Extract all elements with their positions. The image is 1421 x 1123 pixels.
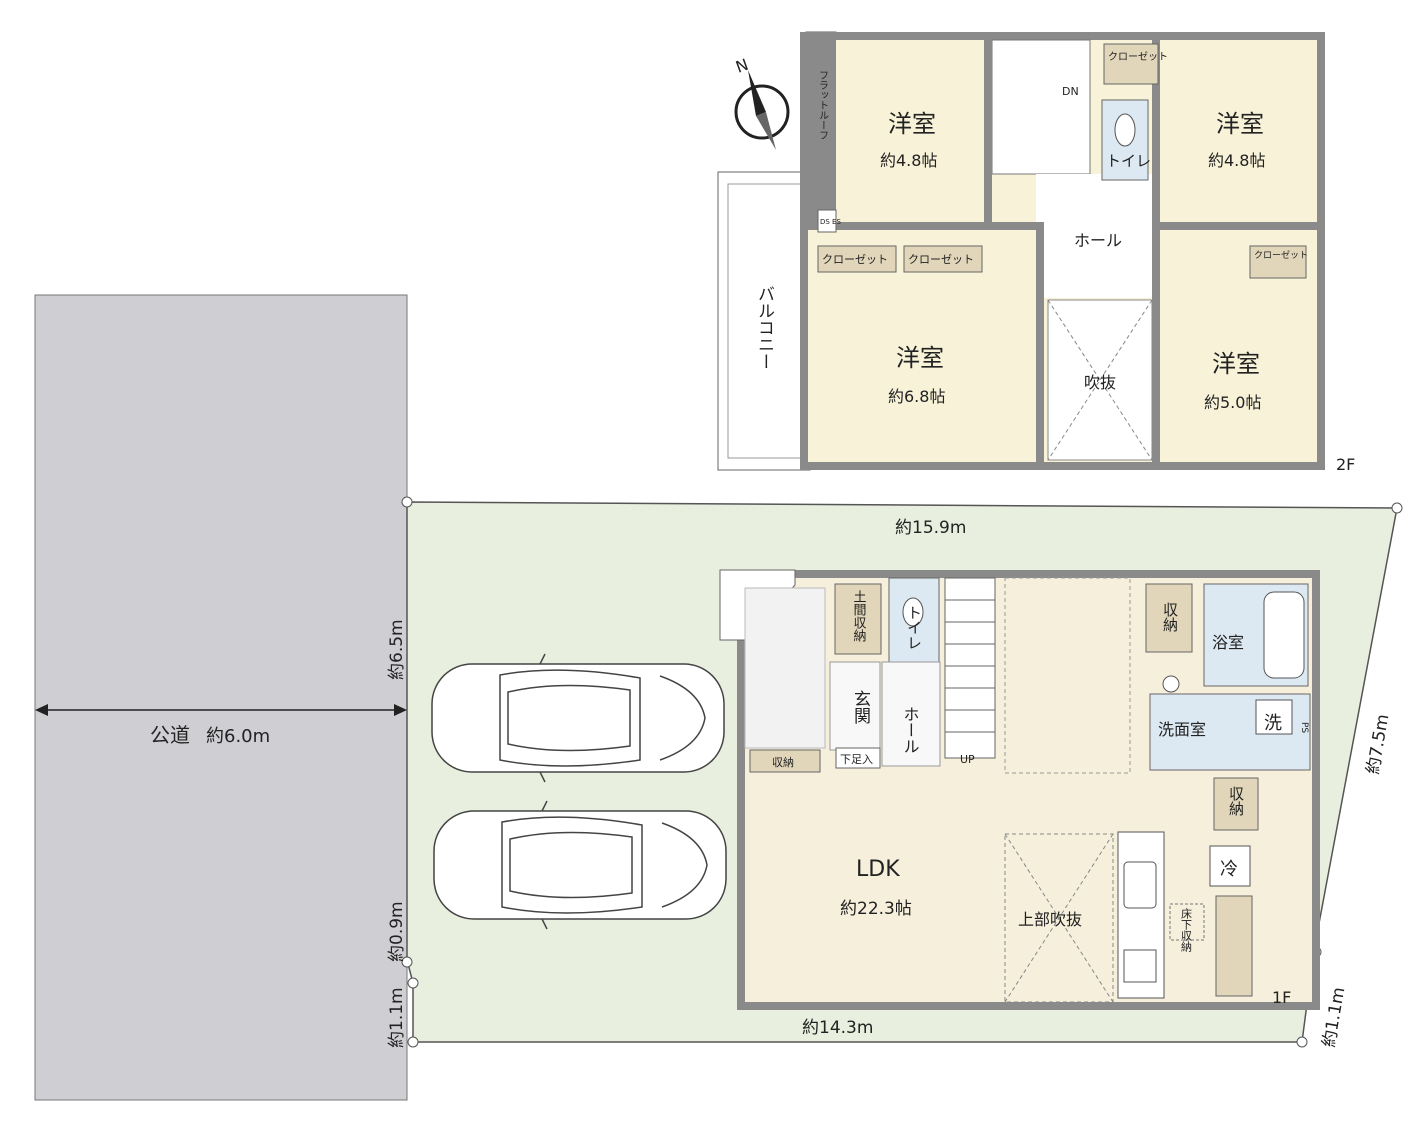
cupboard bbox=[1215, 895, 1253, 997]
ldk-size-label: 約22.3帖 bbox=[840, 899, 912, 919]
compass-icon: N bbox=[733, 55, 790, 150]
closet-2f-4 bbox=[1249, 245, 1307, 279]
dim-bottom: 約14.3m bbox=[802, 1018, 873, 1038]
shoe-box bbox=[835, 747, 881, 769]
stairs-dn-label: DN bbox=[1062, 85, 1079, 98]
toilet-2f-label: トイレ bbox=[1106, 152, 1151, 170]
washroom-label: 洗面室 bbox=[1158, 720, 1206, 739]
hall-2f bbox=[1036, 174, 1152, 298]
storage-1f-upper bbox=[1145, 583, 1193, 653]
room-2f-2-size: 約4.8帖 bbox=[1208, 151, 1265, 170]
lot-corner bbox=[407, 1036, 419, 1048]
closet-2f-3 bbox=[903, 245, 983, 273]
car-upper bbox=[431, 653, 725, 783]
room-2f-4-size: 約5.0帖 bbox=[1204, 393, 1261, 412]
closet-2f-2 bbox=[817, 245, 897, 273]
ldk-name-label: LDK bbox=[856, 857, 900, 882]
road-label: 公道 bbox=[150, 723, 190, 747]
road-width-label: 約6.0m bbox=[206, 726, 270, 747]
fridge-label: 冷 bbox=[1220, 859, 1238, 880]
kitchen-sink-icon bbox=[1123, 861, 1157, 909]
washer-box bbox=[1255, 699, 1293, 735]
room-2f-3-size: 約6.8帖 bbox=[888, 387, 945, 406]
doma-storage bbox=[834, 583, 882, 655]
hall-2f-label: ホール bbox=[1074, 231, 1122, 250]
toilet-2f-bowl-icon bbox=[1114, 113, 1136, 147]
closet-2f-1-label: クローゼット bbox=[1108, 51, 1168, 63]
room-2f-2-name: 洋室 bbox=[1216, 110, 1264, 138]
storage-right-label: 収納 bbox=[1227, 786, 1245, 817]
storage-1f-left bbox=[749, 749, 821, 773]
room-2f-1-size: 約4.8帖 bbox=[880, 151, 937, 170]
shoe-box-label: 下足入 bbox=[840, 753, 873, 766]
bathtub-icon bbox=[1263, 591, 1305, 679]
storage-left-label: 収納 bbox=[772, 756, 794, 769]
stairs-1f bbox=[944, 577, 996, 759]
toilet-1f bbox=[888, 577, 940, 663]
washer-label: 洗 bbox=[1264, 713, 1282, 734]
sink-icon bbox=[1162, 675, 1180, 693]
arrow-head-right bbox=[394, 704, 407, 716]
closet-2f-2-label: クローゼット bbox=[822, 253, 888, 266]
fridge-box bbox=[1209, 845, 1251, 887]
dim-right-lower: 約1.1m bbox=[1319, 986, 1349, 1049]
flat-roof-label: フラットルーフ bbox=[817, 70, 829, 140]
dim-right-side: 約7.5m bbox=[1363, 713, 1393, 776]
bath-label: 浴室 bbox=[1212, 633, 1244, 652]
room-2f-4-name: 洋室 bbox=[1212, 350, 1260, 378]
closet-2f-4-label: クローゼット bbox=[1254, 249, 1308, 261]
stove-icon bbox=[1123, 949, 1157, 983]
floor2-label: 2F bbox=[1336, 455, 1355, 474]
floor2 bbox=[717, 31, 1325, 471]
stairs-up-label: UP bbox=[960, 753, 975, 766]
lot-corner bbox=[1391, 502, 1403, 514]
lot-corner bbox=[407, 977, 419, 989]
dim-left-mid: 約0.9m bbox=[387, 901, 407, 962]
storage-1f-right bbox=[1213, 777, 1259, 831]
underfloor-label: 床下収納 bbox=[1180, 907, 1193, 953]
car-lower bbox=[433, 800, 727, 930]
dim-top: 約15.9m bbox=[895, 518, 966, 538]
closet-2f-1 bbox=[1103, 43, 1159, 85]
lot-corner bbox=[1296, 1036, 1308, 1048]
floor1-label: 1F bbox=[1272, 988, 1291, 1007]
ds-es-box bbox=[817, 209, 837, 233]
stairs-2f bbox=[991, 39, 1091, 175]
genkan-label: 玄関 bbox=[850, 690, 870, 724]
lot-corner bbox=[401, 956, 413, 968]
hall-1f bbox=[881, 661, 941, 767]
hall-1f-label: ホール bbox=[901, 706, 920, 754]
upper-fukinuke-area bbox=[1004, 833, 1114, 1003]
underfloor-storage bbox=[1169, 903, 1205, 941]
doma-storage-label: 土間収納 bbox=[851, 590, 867, 643]
genkan-area bbox=[829, 661, 881, 751]
closet-2f-3-label: クローゼット bbox=[908, 253, 974, 266]
ps-label: PS bbox=[1299, 722, 1309, 733]
room-2f-3-name: 洋室 bbox=[896, 344, 944, 372]
dim-left-upper: 約6.5m bbox=[387, 619, 407, 680]
dim-left-lower: 約1.1m bbox=[387, 987, 407, 1048]
public-road bbox=[34, 294, 408, 1101]
open-area-dashed bbox=[1004, 577, 1131, 774]
ds-es-label: DS ES bbox=[820, 218, 841, 226]
upper-fukinuke-label: 上部吹抜 bbox=[1018, 910, 1082, 929]
lot-corner bbox=[401, 496, 413, 508]
arrow-head-left bbox=[35, 704, 48, 716]
compass-north-label: N bbox=[733, 55, 751, 77]
floor1 bbox=[719, 569, 1320, 1010]
storage-upper-label: 収納 bbox=[1161, 602, 1179, 633]
room-2f-1-name: 洋室 bbox=[888, 110, 936, 138]
fukinuke-2f-label: 吹抜 bbox=[1084, 373, 1116, 392]
toilet-bowl-icon bbox=[902, 597, 924, 627]
balcony-label: バルコニー bbox=[754, 285, 774, 370]
porch-tiles bbox=[744, 587, 826, 749]
toilet-1f-label: トイレ bbox=[905, 605, 923, 650]
